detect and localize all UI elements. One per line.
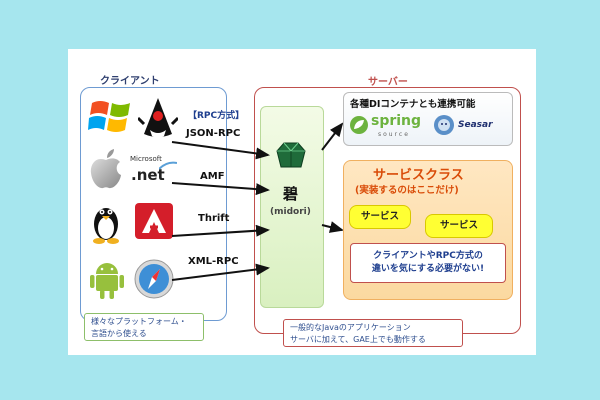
midori-column (260, 106, 324, 308)
dotnet-text: .net (131, 166, 165, 184)
seasar-text: Seasar (458, 120, 493, 130)
spring-text: spring (371, 113, 422, 129)
server-footer-line1: 一般的なJavaのアプリケーション (290, 323, 411, 332)
di-title: 各種DIコンテナとも連携可能 (350, 99, 476, 110)
server-footer-note: 一般的なJavaのアプリケーション サーバに加えて、GAE上でも動作する (283, 319, 463, 347)
protocol-xml-rpc: XML-RPC (188, 256, 239, 267)
rpc-method-label: 【RPC方式】 (188, 111, 245, 121)
apple-logo-icon (90, 149, 121, 189)
protocol-amf: AMF (200, 171, 225, 182)
dotnet-swoosh-icon (159, 161, 177, 170)
dotnet-brand: Microsoft (130, 155, 162, 163)
server-note-line1: クライアントやRPC方式の (373, 251, 483, 261)
protocol-thrift: Thrift (198, 213, 230, 224)
protocol-json-rpc: JSON-RPC (186, 128, 241, 139)
client-note-line1: 様々なプラットフォーム・ (91, 317, 187, 326)
spring-leaf-icon (350, 116, 368, 134)
server-note-box: クライアントやRPC方式の 違いを気にする必要がない! (350, 243, 506, 283)
service-class-title: サービスクラス (373, 168, 464, 183)
adobe-air-logo-icon (135, 203, 173, 239)
service-class-subtitle: (実装するのはここだけ) (355, 185, 459, 196)
arrow-xml-rpc (171, 263, 270, 281)
service-pill-1: サービス (349, 205, 411, 229)
arrow-thrift (171, 224, 270, 237)
linux-tux-icon (93, 208, 119, 244)
emerald-gem-icon (276, 142, 306, 168)
server-title: サーバー (368, 77, 408, 88)
di-container-box (343, 92, 513, 146)
client-note-line2: 言語から使える (91, 329, 147, 338)
client-note: 様々なプラットフォーム・ 言語から使える (84, 313, 204, 341)
android-robot-icon (90, 263, 124, 299)
service-pill-2: サービス (425, 214, 493, 238)
java-duke-icon (138, 98, 178, 138)
spring-sub-text: source (378, 131, 410, 138)
midori-name-en: (midori) (270, 207, 311, 217)
server-footer-line2: サーバに加えて、GAE上でも動作する (290, 335, 426, 344)
client-title: クライアント (100, 76, 160, 87)
server-note-line2: 違いを気にする必要がない! (371, 264, 485, 274)
windows-logo-icon (88, 101, 130, 132)
arrow-to-di (321, 122, 344, 151)
arrow-json-rpc (171, 141, 270, 160)
seasar-lion-icon (434, 115, 454, 135)
midori-name-jp: 碧 (283, 185, 299, 203)
safari-compass-icon (134, 259, 174, 299)
arrow-to-service (321, 221, 344, 233)
arrow-amf (171, 182, 270, 196)
